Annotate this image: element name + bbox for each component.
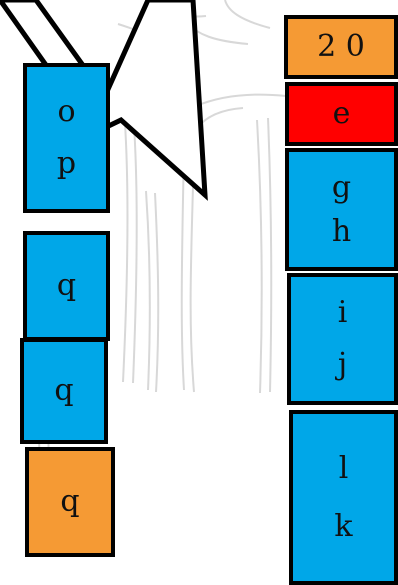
left-tile-op: o p — [23, 63, 110, 213]
left-tile-q-2: q — [20, 338, 108, 444]
right-tile-lk-line-2: k — [334, 512, 352, 542]
left-tile-q-3-label: q — [60, 487, 79, 517]
right-tile-ij-line-2: j — [338, 350, 347, 380]
right-tile-e-label: e — [333, 99, 351, 129]
right-tile-gh: g h — [285, 148, 398, 271]
left-tile-q-1-label: q — [57, 271, 76, 301]
right-tile-lk: l k — [289, 410, 398, 585]
right-tile-ij-line-1: i — [338, 298, 348, 328]
left-tile-q-3: q — [25, 447, 115, 557]
left-tile-op-line-2: p — [57, 149, 76, 179]
left-tile-q-2-label: q — [54, 376, 73, 406]
left-tile-q-1: q — [23, 231, 110, 341]
right-tile-gh-line-2: h — [332, 217, 351, 247]
right-tile-gh-line-1: g — [332, 173, 351, 203]
right-tile-lk-line-1: l — [339, 454, 349, 484]
right-tile-20-label: 2 0 — [317, 32, 365, 62]
right-tile-ij: i j — [287, 273, 398, 405]
right-tile-20: 2 0 — [284, 15, 398, 79]
left-tile-op-line-1: o — [57, 97, 75, 127]
right-tile-e: e — [285, 82, 398, 146]
